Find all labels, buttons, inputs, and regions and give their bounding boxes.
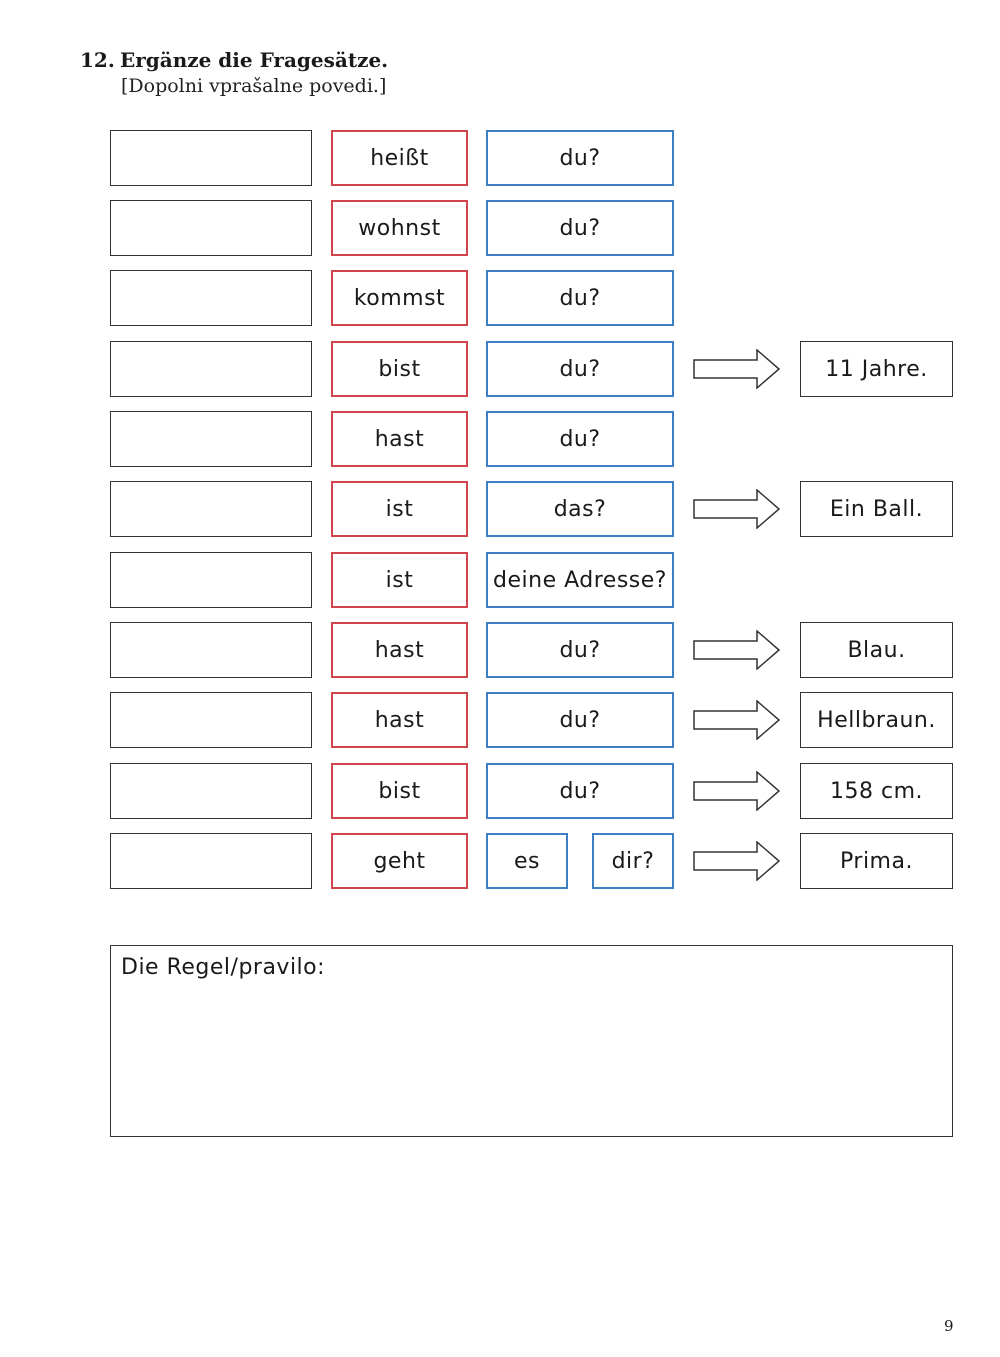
rule-label: Die Regel/pravilo: bbox=[121, 955, 326, 980]
question-word-blank[interactable] bbox=[110, 622, 312, 678]
question-word-blank[interactable] bbox=[110, 763, 312, 819]
answer-box: Ein Ball. bbox=[800, 481, 953, 537]
question-word-blank[interactable] bbox=[110, 833, 312, 889]
verb-box: hast bbox=[331, 692, 468, 748]
verb-box: kommst bbox=[331, 270, 468, 326]
question-word-blank[interactable] bbox=[110, 692, 312, 748]
right-arrow-icon bbox=[693, 771, 781, 811]
right-arrow-icon bbox=[693, 841, 781, 881]
verb-box: bist bbox=[331, 341, 468, 397]
answer-box: 11 Jahre. bbox=[800, 341, 953, 397]
verb-box: bist bbox=[331, 763, 468, 819]
question-word-blank[interactable] bbox=[110, 481, 312, 537]
subject-box: deine Adresse? bbox=[486, 552, 674, 608]
question-word-blank[interactable] bbox=[110, 411, 312, 467]
subject-box: du? bbox=[486, 200, 674, 256]
subject-box: das? bbox=[486, 481, 674, 537]
right-arrow-icon bbox=[693, 700, 781, 740]
right-arrow-icon bbox=[693, 349, 781, 389]
subject-box: du? bbox=[486, 130, 674, 186]
answer-box: Hellbraun. bbox=[800, 692, 953, 748]
subject-box: du? bbox=[486, 622, 674, 678]
verb-box: wohnst bbox=[331, 200, 468, 256]
subject-box: du? bbox=[486, 411, 674, 467]
rule-writing-area[interactable]: Die Regel/pravilo: bbox=[110, 945, 953, 1137]
question-word-blank[interactable] bbox=[110, 552, 312, 608]
answer-box: Prima. bbox=[800, 833, 953, 889]
verb-box: hast bbox=[331, 622, 468, 678]
object-box-dir: dir? bbox=[592, 833, 674, 889]
answer-box: Blau. bbox=[800, 622, 953, 678]
exercise-heading: 12.Ergänze die Fragesätze. [Dopolni vpra… bbox=[80, 48, 388, 97]
right-arrow-icon bbox=[693, 489, 781, 529]
page-number: 9 bbox=[944, 1317, 954, 1335]
subject-box-es: es bbox=[486, 833, 568, 889]
question-word-blank[interactable] bbox=[110, 341, 312, 397]
verb-box: geht bbox=[331, 833, 468, 889]
subject-box: du? bbox=[486, 692, 674, 748]
subject-box: du? bbox=[486, 270, 674, 326]
right-arrow-icon bbox=[693, 630, 781, 670]
verb-box: ist bbox=[331, 552, 468, 608]
subject-box: du? bbox=[486, 763, 674, 819]
verb-box: hast bbox=[331, 411, 468, 467]
subject-box: du? bbox=[486, 341, 674, 397]
question-word-blank[interactable] bbox=[110, 130, 312, 186]
exercise-number: 12. bbox=[80, 48, 115, 72]
verb-box: ist bbox=[331, 481, 468, 537]
verb-box: heißt bbox=[331, 130, 468, 186]
exercise-subtitle: [Dopolni vprašalne povedi.] bbox=[121, 75, 387, 97]
exercise-title: Ergänze die Fragesätze. bbox=[120, 48, 389, 72]
answer-box: 158 cm. bbox=[800, 763, 953, 819]
question-word-blank[interactable] bbox=[110, 200, 312, 256]
question-word-blank[interactable] bbox=[110, 270, 312, 326]
